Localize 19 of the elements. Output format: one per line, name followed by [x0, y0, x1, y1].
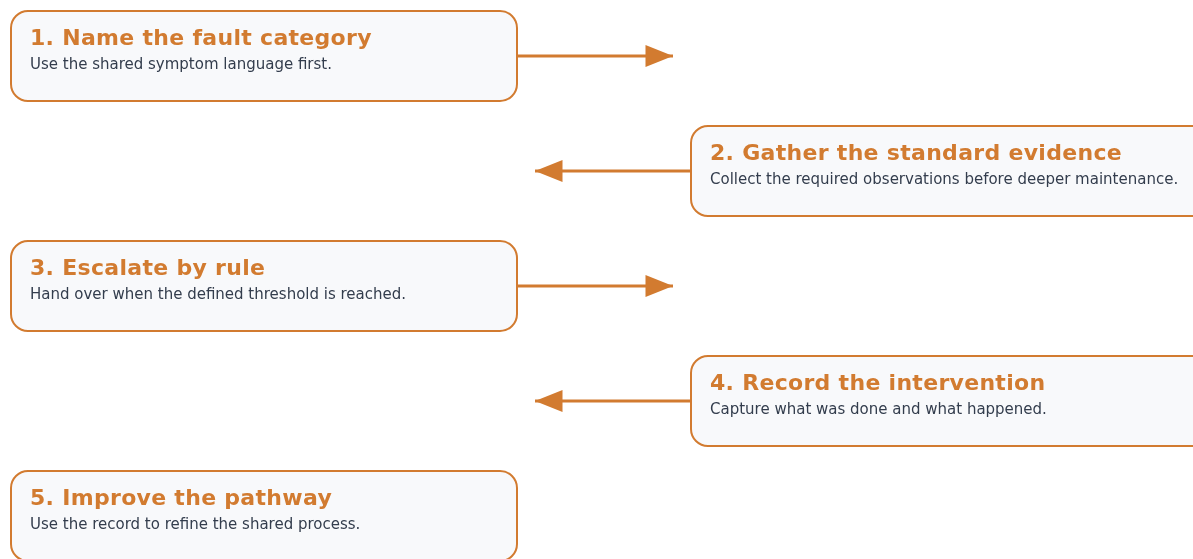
step-card	[690, 355, 1193, 447]
step-description: Use the shared symptom language first.	[30, 56, 333, 73]
step-card	[10, 470, 518, 559]
step-card	[10, 10, 518, 102]
step-title: 4. Record the intervention	[710, 369, 1047, 397]
step-description: Capture what was done and what happened.	[710, 401, 1048, 418]
step-card	[10, 240, 518, 332]
arrow	[535, 390, 690, 412]
step-title: 5. Improve the pathway	[30, 484, 334, 512]
step-description: Hand over when the defined threshold is reached.	[30, 286, 408, 303]
step-card	[690, 125, 1193, 217]
step-description: Collect the required observations before deeper maintenance.	[710, 171, 1180, 188]
step-title: 1. Name the fault category	[30, 24, 373, 52]
step-title: 2. Gather the standard evidence	[710, 139, 1123, 167]
step-description: Use the record to refine the shared process.	[30, 516, 362, 533]
step-title: 3. Escalate by rule	[30, 254, 267, 282]
arrow	[535, 160, 690, 182]
arrow	[518, 45, 673, 67]
arrow	[518, 275, 673, 297]
